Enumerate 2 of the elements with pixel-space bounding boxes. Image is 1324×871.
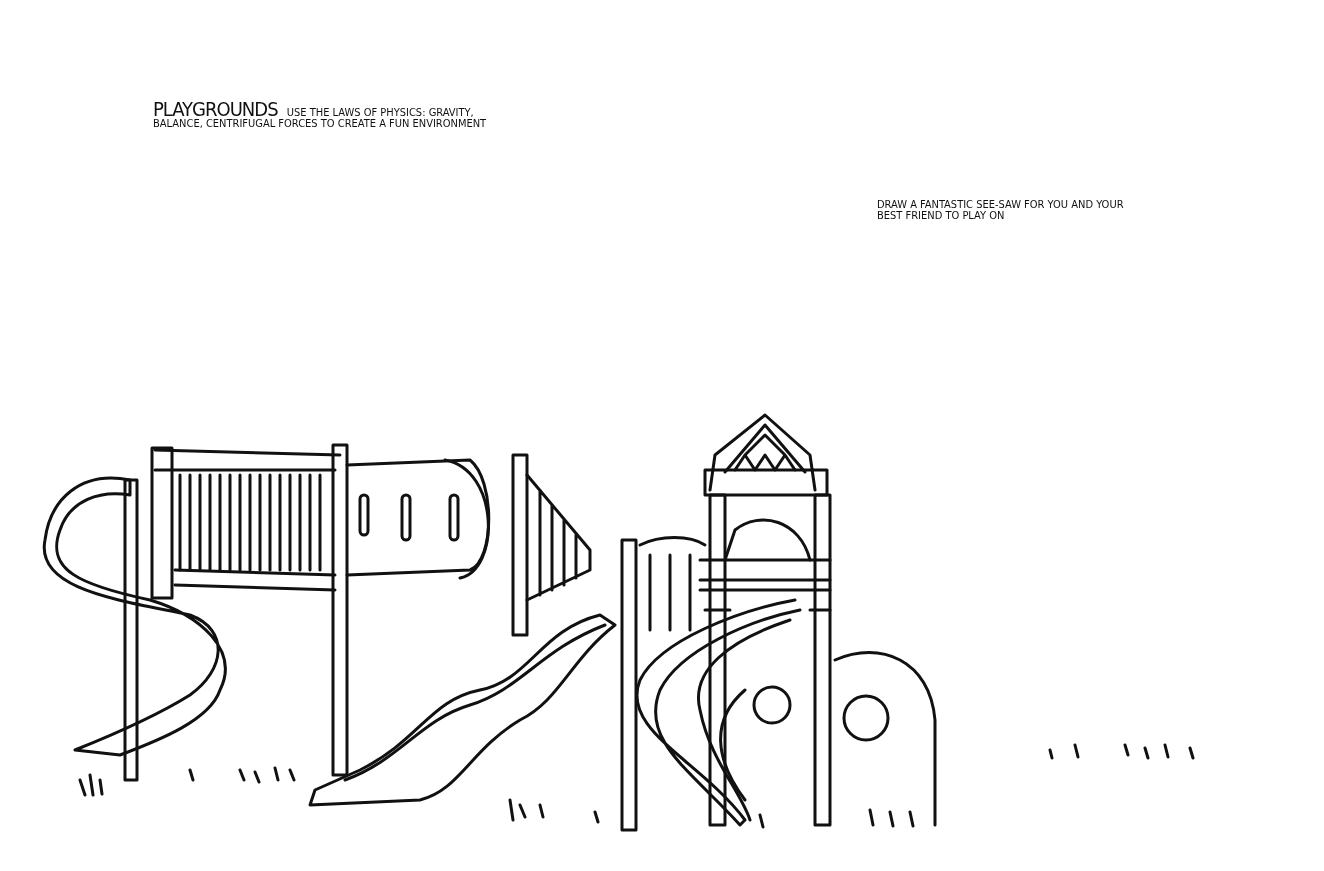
intro-text: PLAYGROUNDS USE THE LAWS OF PHYSICS: GRAVITY, BALANCE, CENTRIFUGAL FORCES TO CREATE A FUN ENVIRONMENT <box>153 104 488 129</box>
instruction-text: DRAW A FANTASTIC SEE-SAW FOR YOU AND YOUR BEST FRIEND TO PLAY ON <box>877 199 1125 221</box>
